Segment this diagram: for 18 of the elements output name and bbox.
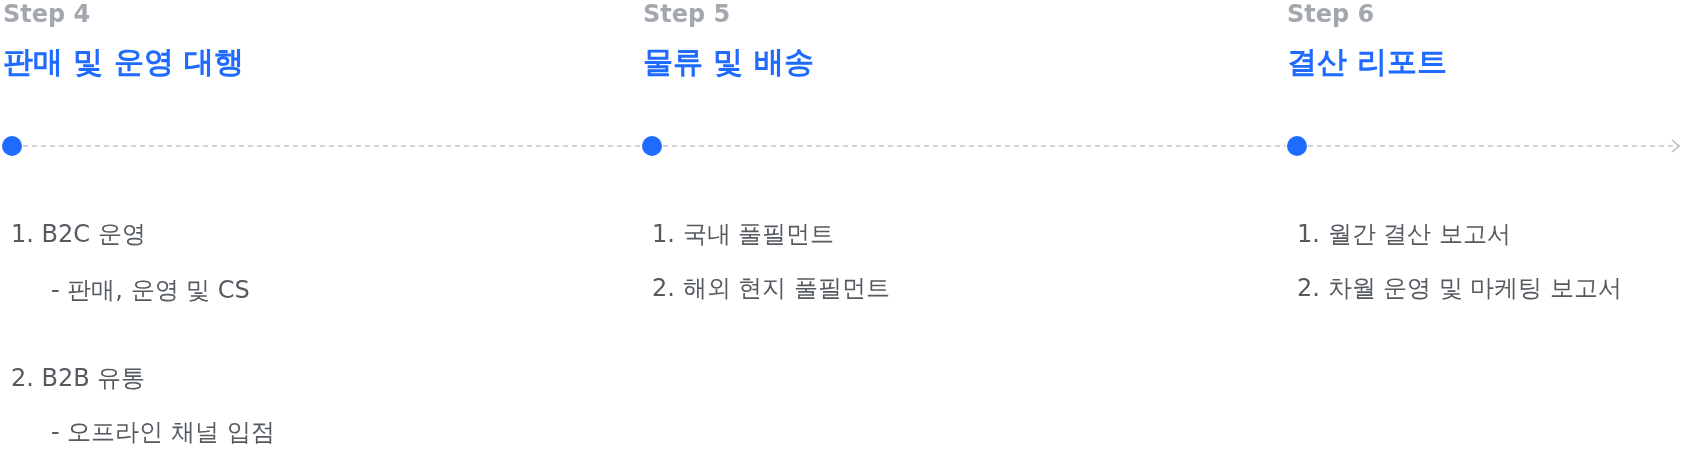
timeline-arrow	[1307, 139, 1680, 153]
list-item: 2. B2B 유통	[11, 366, 146, 390]
list-item: 2. 해외 현지 풀필먼트	[652, 276, 890, 300]
list-item: 1. B2C 운영	[11, 222, 146, 246]
list-item: 2. 차월 운영 및 마케팅 보고서	[1297, 276, 1623, 300]
list-item: 1. 월간 결산 보고서	[1297, 222, 1511, 246]
timeline-line	[662, 145, 1287, 147]
timeline-dot	[641, 135, 663, 157]
list-item: 1. 국내 풀필먼트	[652, 222, 835, 246]
timeline-line	[22, 145, 642, 147]
timeline-dot	[1286, 135, 1308, 157]
list-item: - 오프라인 채널 입점	[51, 420, 275, 444]
step-label: Step 5	[643, 2, 731, 26]
step-label: Step 4	[3, 2, 91, 26]
list-item: - 판매, 운영 및 CS	[51, 278, 250, 302]
step-title: 판매 및 운영 대행	[3, 47, 245, 77]
step-label: Step 6	[1287, 2, 1375, 26]
timeline-dot	[1, 135, 23, 157]
